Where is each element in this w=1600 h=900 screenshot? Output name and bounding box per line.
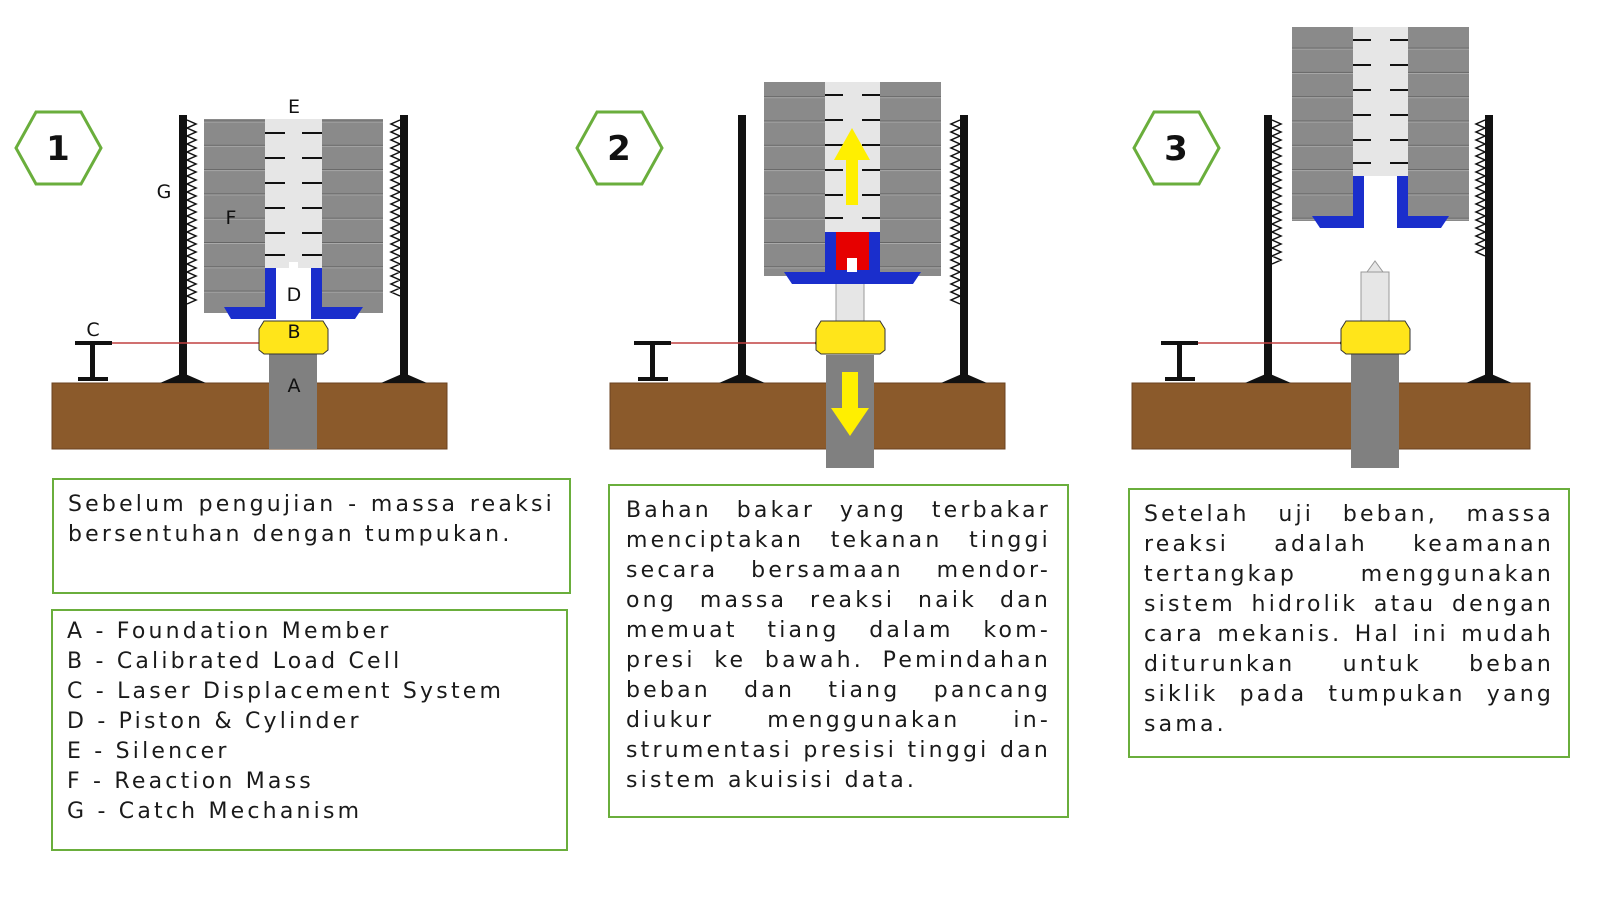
label-f: F: [226, 207, 237, 229]
caption-1-text: Sebelum pengujian - massa reaksi bersent…: [68, 492, 555, 547]
ground: [1131, 382, 1531, 450]
label-a: A: [288, 375, 301, 397]
caption-box-3: Setelah uji beban, massa reaksi adalah k…: [1128, 488, 1570, 758]
piston-rod: [1360, 260, 1390, 327]
legend-item-g: G - Catch Mechanism: [67, 799, 363, 824]
step-3-badge: 3: [1132, 110, 1221, 186]
legend-item-c: C - Laser Displacement System: [67, 679, 505, 704]
step-2-number: 2: [607, 129, 631, 169]
legend-item-d: D - Piston & Cylinder: [67, 709, 362, 734]
piston-cylinder: [224, 262, 363, 319]
calibrated-load-cell: [258, 320, 329, 355]
step-2-badge: 2: [575, 110, 664, 186]
silencer: [265, 119, 322, 269]
ground: [609, 382, 1006, 450]
catch-mechanism: [1245, 115, 1512, 383]
legend-box: A - Foundation Member B - Calibrated Loa…: [51, 609, 568, 851]
foundation-member-pile: [1351, 342, 1399, 468]
catch-mechanism: [160, 115, 427, 383]
label-c: C: [86, 319, 99, 341]
label-e: E: [288, 96, 300, 118]
legend-item-a: A - Foundation Member: [67, 619, 392, 644]
reaction-mass: [204, 119, 383, 313]
piston-cylinder: [784, 232, 921, 284]
caption-2-text: Bahan bakar yang terbakar menciptakan te…: [626, 498, 1051, 793]
reaction-mass: [1292, 27, 1469, 221]
laser-displacement-system: [634, 340, 821, 381]
laser-displacement-system: [75, 340, 265, 381]
legend-item-e: E - Silencer: [67, 739, 230, 764]
calibrated-load-cell: [815, 320, 886, 355]
legend-item-f: F - Reaction Mass: [67, 769, 314, 794]
label-g: G: [157, 181, 172, 203]
step-1-number: 1: [46, 129, 70, 169]
label-d: D: [287, 284, 302, 306]
caption-box-2: Bahan bakar yang terbakar menciptakan te…: [608, 484, 1069, 818]
label-b: B: [287, 321, 300, 343]
laser-displacement-system: [1161, 340, 1346, 381]
up-arrow-icon: [834, 128, 870, 205]
ground: [51, 382, 448, 450]
step-1-badge: 1: [14, 110, 103, 186]
down-arrow-icon: [831, 372, 869, 436]
piston-cylinder: [1312, 176, 1449, 228]
panel-3-diagram: 3: [1131, 27, 1531, 468]
reaction-mass: [764, 82, 941, 276]
legend-item-b: B - Calibrated Load Cell: [67, 649, 403, 674]
panel-1-diagram: 1: [14, 96, 448, 450]
calibrated-load-cell: [1340, 320, 1411, 355]
step-3-number: 3: [1164, 129, 1188, 169]
caption-box-1: Sebelum pengujian - massa reaksi bersent…: [52, 478, 571, 594]
foundation-member-pile: [269, 342, 317, 449]
caption-3-text: Setelah uji beban, massa reaksi adalah k…: [1144, 502, 1554, 737]
catch-mechanism: [719, 115, 987, 383]
panel-2-diagram: 2: [575, 82, 1006, 468]
silencer: [1353, 27, 1408, 177]
